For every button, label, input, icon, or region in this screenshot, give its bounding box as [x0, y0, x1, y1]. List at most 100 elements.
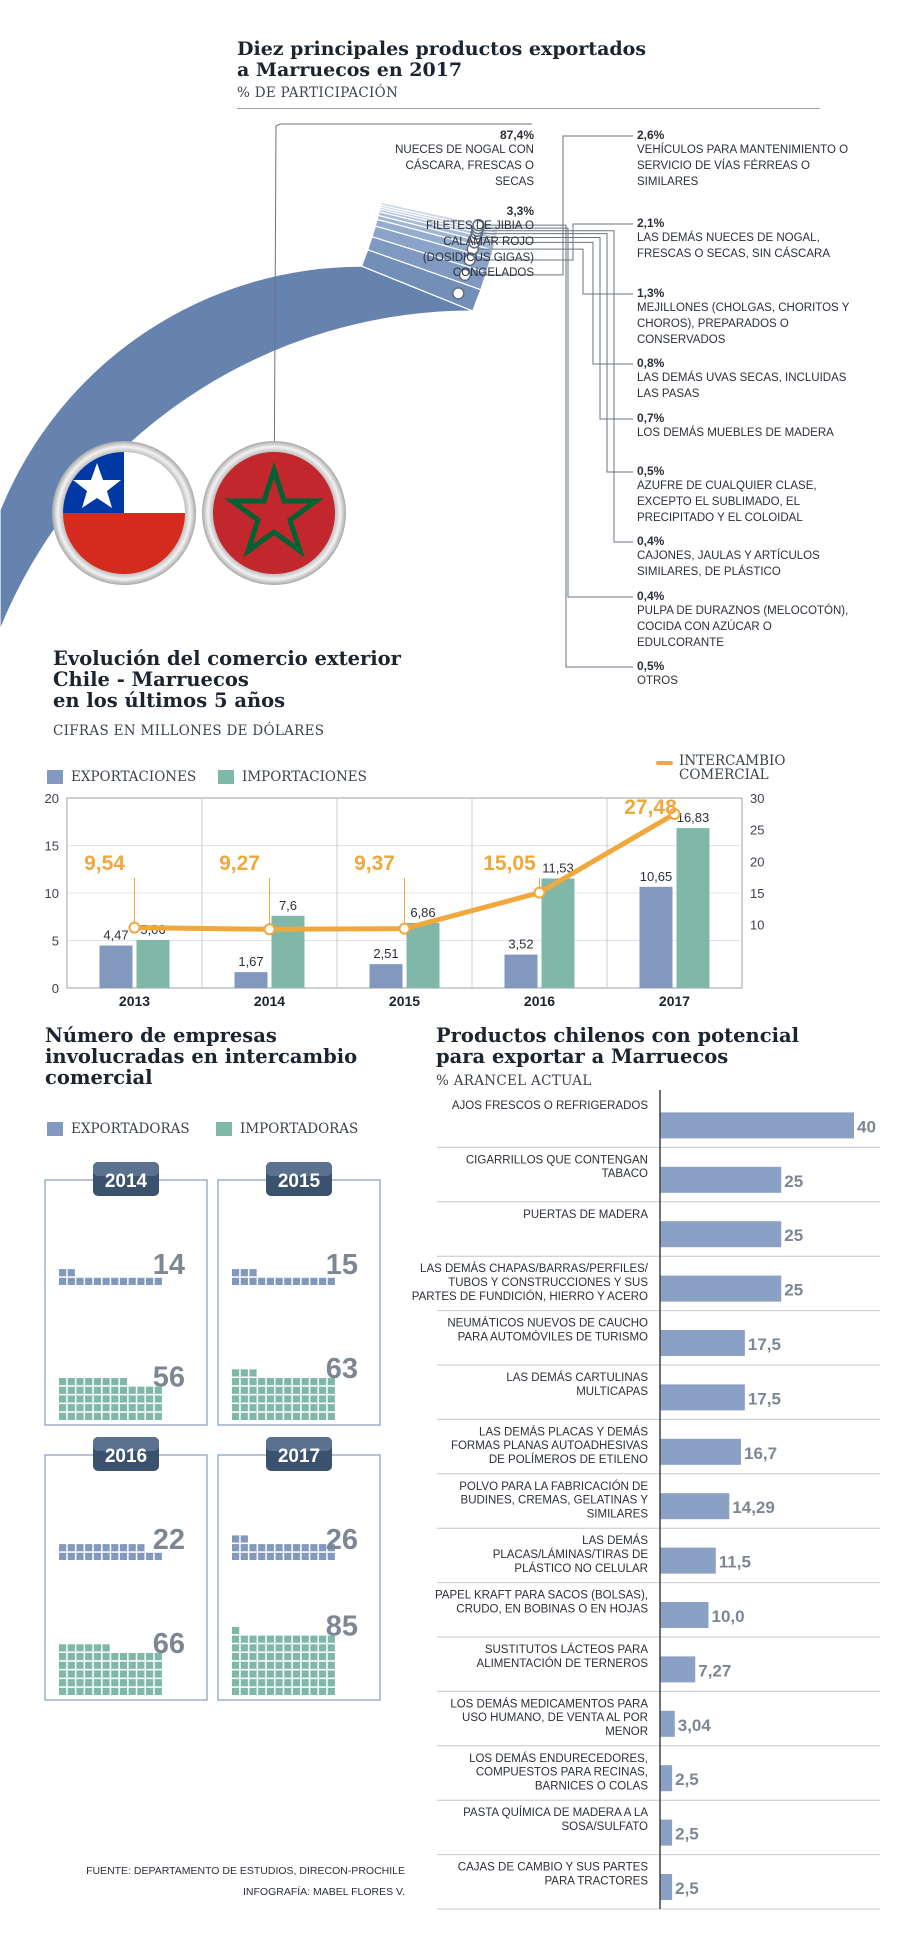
product-label-3-2: PARTES DE FUNDICIÓN, HIERRO Y ACERO — [412, 1290, 648, 1303]
importer-icon — [232, 1386, 240, 1394]
exporter-icon — [249, 1552, 257, 1560]
trade-ytick-right-2: 20 — [750, 854, 764, 869]
year-tab-shine-2016 — [93, 1437, 159, 1451]
exporter-icon — [67, 1277, 75, 1285]
export-bar-2014 — [234, 972, 268, 988]
exporter-icon — [59, 1269, 67, 1277]
importer-icon — [319, 1661, 327, 1669]
importer-icon — [258, 1395, 266, 1403]
importer-icon — [327, 1670, 335, 1678]
importer-icon — [310, 1635, 318, 1643]
exporter-icon — [275, 1552, 283, 1560]
importer-icon — [119, 1653, 128, 1661]
legend-exports-swatch — [47, 770, 63, 784]
import-bar-2017 — [676, 828, 710, 988]
importer-icon — [102, 1404, 110, 1412]
trade-line-point-2014 — [263, 923, 276, 936]
importer-icon — [154, 1653, 162, 1661]
exporter-icon — [85, 1544, 93, 1552]
product-value-9: 10,0 — [712, 1607, 745, 1626]
importer-icon — [67, 1679, 75, 1687]
arc-label-value-0: 87,4% — [499, 128, 534, 142]
exporter-icon — [310, 1552, 318, 1560]
importer-icon — [128, 1670, 136, 1678]
export-label-2015: 2,51 — [373, 946, 398, 961]
arc-label-6: 0,7%LOS DEMÁS MUEBLES DE MADERA — [637, 410, 852, 442]
importer-icon — [258, 1679, 266, 1687]
morocco-flag-icon — [202, 441, 346, 585]
importer-icon — [301, 1661, 309, 1669]
product-label-10-0: SUSTITUTOS LÁCTEOS PARA — [485, 1643, 648, 1656]
trade-ytick-right-1: 15 — [750, 886, 764, 901]
exporter-icon — [154, 1277, 162, 1285]
exporter-icon — [232, 1552, 240, 1560]
trade-ytick-3: 15 — [45, 839, 59, 854]
legend-imports-swatch — [218, 770, 234, 784]
product-value-1: 25 — [784, 1172, 803, 1191]
arc-label-text-0: NUECES DE NOGAL CON CÁSCARA, FRESCAS O S… — [395, 144, 534, 188]
arc-label-text-9: PULPA DE DURAZNOS (MELOCOTÓN), COCIDA CO… — [637, 605, 849, 649]
exporter-icon — [275, 1544, 283, 1552]
importer-icon — [232, 1369, 240, 1377]
importer-icon — [292, 1661, 301, 1669]
importer-icon — [119, 1670, 128, 1678]
product-label-7-2: SIMILARES — [587, 1508, 649, 1520]
importer-icon — [319, 1635, 327, 1643]
arc-label-value-10: 0,5% — [637, 659, 665, 673]
importer-icon — [319, 1404, 327, 1412]
importer-icon — [327, 1687, 335, 1695]
importer-icon — [59, 1661, 67, 1669]
importer-icon — [240, 1369, 248, 1377]
importer-icon — [59, 1412, 67, 1420]
importer-icon — [240, 1412, 248, 1420]
exporter-icon — [232, 1277, 240, 1285]
importer-icon — [240, 1386, 248, 1394]
importer-icon — [310, 1412, 318, 1420]
import-bar-2014 — [271, 915, 305, 988]
product-label-3-1: TUBOS Y CONSTRUCCIONES Y SUS — [448, 1277, 648, 1289]
importer-icon — [266, 1395, 274, 1403]
exporter-icon — [266, 1552, 274, 1560]
trade-ytick-right-3: 25 — [750, 823, 764, 838]
importer-icon — [275, 1412, 283, 1420]
exporter-icon — [102, 1544, 110, 1552]
arc-label-value-9: 0,4% — [637, 589, 665, 603]
importer-icon — [275, 1395, 283, 1403]
importer-icon — [292, 1670, 301, 1678]
product-bar-1 — [660, 1166, 782, 1193]
importer-icon — [67, 1687, 75, 1695]
importer-icon — [301, 1644, 309, 1652]
product-label-7-0: POLVO PARA LA FABRICACIÓN DE — [459, 1480, 648, 1493]
exporter-icon — [249, 1277, 257, 1285]
product-label-9-0: PAPEL KRAFT PARA SACOS (BOLSAS), — [435, 1590, 648, 1602]
importer-icon — [240, 1395, 248, 1403]
importer-icon — [146, 1670, 154, 1678]
importer-icon — [102, 1670, 110, 1678]
arc-label-1: 3,3%FILETES DE JIBIA O CALAMAR ROJO (DOS… — [374, 203, 534, 282]
importer-icon — [292, 1644, 301, 1652]
importer-icon — [76, 1661, 84, 1669]
importer-icon — [76, 1412, 84, 1420]
trade-subtitle: CIFRAS EN MILLONES DE DÓLARES — [53, 723, 325, 739]
importer-icon — [266, 1404, 274, 1412]
exporter-icon — [85, 1552, 93, 1560]
importer-icon — [67, 1670, 75, 1678]
exporter-icon — [284, 1277, 292, 1285]
importer-icon — [154, 1687, 162, 1695]
importer-icon — [258, 1661, 266, 1669]
product-label-12-2: BARNICES O COLAS — [535, 1780, 648, 1792]
exporter-icon — [119, 1544, 128, 1552]
arc-label-value-6: 0,7% — [637, 411, 665, 425]
trade-line-point-2016 — [533, 886, 546, 899]
product-label-12-1: COMPUESTOS PARA RECINAS, — [476, 1767, 648, 1779]
arc-dot-10 — [472, 218, 485, 232]
importer-icon — [85, 1644, 93, 1652]
importer-icon — [310, 1661, 318, 1669]
importer-icon — [266, 1687, 274, 1695]
product-bar-11 — [660, 1710, 675, 1737]
importer-icon — [67, 1412, 75, 1420]
importer-icon — [146, 1679, 154, 1687]
importer-icon — [240, 1670, 248, 1678]
importer-icon — [59, 1404, 67, 1412]
